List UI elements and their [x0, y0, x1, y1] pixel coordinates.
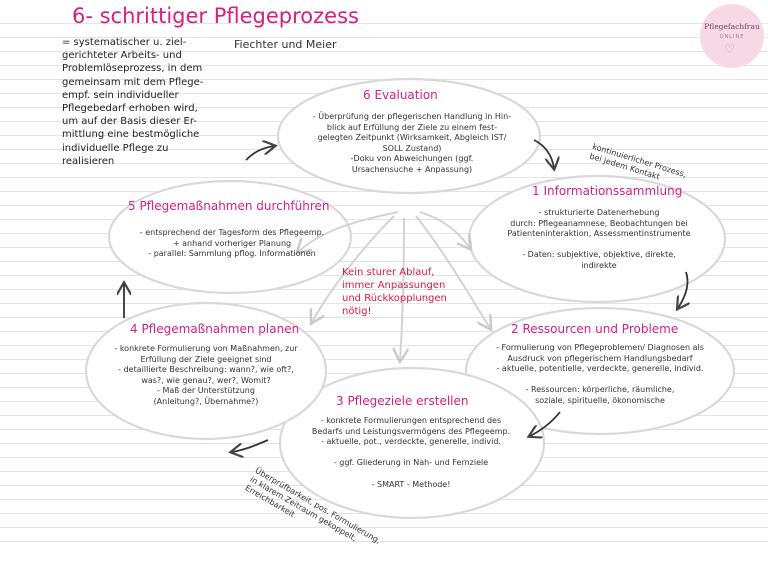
node-line: [298, 469, 524, 480]
node-plan-text: - konkrete Formulierung von Maßnahmen, z…: [100, 344, 312, 408]
definition-line: gerichteter Arbeits- und: [62, 50, 182, 62]
node-evaluation-title: 6 Evaluation: [363, 88, 438, 102]
node-perform-title: 5 Pflegemaßnahmen durchführen: [128, 199, 330, 213]
node-goals-title: 3 Pflegeziele erstellen: [336, 394, 469, 408]
node-line: - aktuelle, potentielle, verdeckte, gene…: [496, 364, 704, 374]
node-evaluation-ellipse: [276, 77, 542, 195]
center-note-line: Kein sturer Ablauf,: [342, 267, 435, 278]
node-line: blick auf Erfüllung der Ziele zu einem f…: [326, 122, 498, 132]
cycle-arrow-resources-to-goals: [530, 411, 561, 436]
node-line: - strukturierte Datenerhebung: [538, 208, 660, 217]
node-line: durch: Pflegeanamnese, Beobachtungen bei: [510, 218, 688, 228]
node-line: [484, 240, 714, 251]
feedback-arrow-to-plan: [312, 215, 395, 322]
feedback-arrow-to-resources: [415, 215, 490, 328]
node-line: - Formulierung von Pflegeproblemen/ Diag…: [496, 343, 704, 352]
node-perform-ellipse: [107, 179, 353, 295]
cycle-arrow-info-to-resources: [678, 271, 688, 308]
logo-subtitle: ONLINE: [719, 34, 745, 40]
node-line: (Anleitung?, Übernahme?): [153, 396, 259, 406]
node-line: - entsprechend der Tagesform des Pflegee…: [139, 228, 325, 237]
definition-line: um auf der Basis dieser Er-: [62, 116, 197, 128]
node-plan-title: 4 Pflegemaßnahmen planen: [130, 322, 300, 336]
node-goals-text: - konkrete Formulierungen entsprechend d…: [298, 416, 524, 490]
node-line: soziale, spirituelle, ökonomische: [535, 395, 665, 405]
node-perform-text: - entsprechend der Tagesform des Pflegee…: [126, 228, 338, 260]
cycle-arrow-evaluation-to-info: [533, 139, 554, 168]
node-line: -Doku von Abweichungen (ggf.: [350, 154, 474, 164]
node-resources-text: - Formulierung von Pflegeproblemen/ Diag…: [478, 343, 722, 407]
definition-text: = systematischer u. ziel- gerichteter Ar…: [62, 36, 232, 168]
feedback-arrow-to-goals: [400, 217, 404, 360]
node-line: - parallel: Sammlung pflog. Informatione…: [148, 249, 316, 259]
node-line: - konkrete Formulierungen entsprechend d…: [320, 416, 502, 425]
center-note: Kein sturer Ablauf, immer Anpassungen un…: [342, 266, 466, 318]
node-info-title: 1 Informationssammlung: [532, 184, 683, 198]
definition-line: Problemlöseprozess, in dem: [62, 63, 203, 75]
process-cycle-diagram: [84, 77, 736, 520]
node-line: - aktuelle, pot., verdeckte, generelle, …: [321, 437, 501, 447]
center-note-line: immer Anpassungen: [342, 280, 446, 291]
node-resources-title: 2 Ressourcen und Probleme: [511, 322, 679, 336]
center-note-line: und Rückkopplungen: [342, 293, 447, 304]
definition-line: individuelle Pflege zu: [62, 142, 169, 154]
heart-icon: ♡: [724, 42, 735, 56]
node-line: - konkrete Formulierung von Maßnahmen, z…: [114, 344, 298, 353]
node-line: - detaillierte Beschreibung: wann?, wie …: [118, 365, 294, 375]
node-line: + anhand vorheriger Planung: [172, 238, 292, 248]
node-resources-ellipse: [464, 306, 736, 436]
definition-line: Pflegebedarf erhoben wird,: [62, 103, 198, 115]
node-line: gelegten Zeitpunkt (Wirksamkeit, Abgleic…: [317, 133, 507, 143]
node-goals-ellipse: [278, 366, 546, 520]
page-title: 6- schrittiger Pflegeprozess: [72, 4, 359, 28]
node-line: [298, 448, 524, 459]
node-line: Ursachensuche + Anpassung): [351, 164, 473, 174]
node-plan-ellipse: [84, 301, 328, 441]
cycle-arrow-goals-to-plan: [232, 439, 269, 452]
node-line: - Überprüfung der pflegerischen Handlung…: [312, 112, 512, 121]
node-line: Bedarfs und Leistungsvermögens des Pfleg…: [311, 426, 511, 436]
node-evaluation-text: - Überprüfung der pflegerischen Handlung…: [302, 112, 522, 176]
feedback-arrow-to-perform: [298, 211, 399, 252]
node-line: SOLL Zustand): [382, 143, 442, 153]
node-line: - Maß der Unterstützung: [157, 386, 255, 396]
center-note-line: nötig!: [342, 306, 372, 317]
feedback-arrow-to-info: [419, 211, 470, 248]
node-line: Patienteninteraktion, Assessmentinstrume…: [507, 229, 691, 239]
node-line: - Ressourcen: körperliche, räumliche,: [525, 385, 675, 395]
node-line: indirekte: [581, 260, 617, 270]
authors-label: Fiechter und Meier: [234, 38, 337, 51]
node-line: - Daten: subjektive, objektive, direkte,: [522, 250, 676, 260]
definition-line: = systematischer u. ziel-: [62, 37, 187, 48]
logo-name: Pflegefachfrau: [704, 22, 760, 31]
node-line: was?, wie genau?, wer?, Womit?: [141, 375, 271, 385]
definition-line: realisieren: [62, 155, 115, 167]
node-line: [478, 375, 722, 386]
node-line: - ggf. Gliederung in Nah- und Fernziele: [333, 458, 489, 468]
brand-logo: Pflegefachfrau ONLINE ♡: [700, 4, 764, 68]
node-line: - SMART - Methode!: [371, 479, 451, 489]
definition-line: mittlung eine bestmögliche: [62, 129, 200, 141]
cycle-arrow-perform-to-evaluation: [245, 146, 274, 161]
definition-line: gemeinsam mit dem Pflege-: [62, 76, 204, 88]
node-line: Erfüllung der Ziele geeignet sind: [140, 354, 272, 364]
definition-line: empf. sein individueller: [62, 89, 179, 101]
node-info-text: - strukturierte Datenerhebung durch: Pfl…: [484, 208, 714, 272]
node-line: Ausdruck von pflegerischem Handlungsbeda…: [507, 353, 693, 363]
